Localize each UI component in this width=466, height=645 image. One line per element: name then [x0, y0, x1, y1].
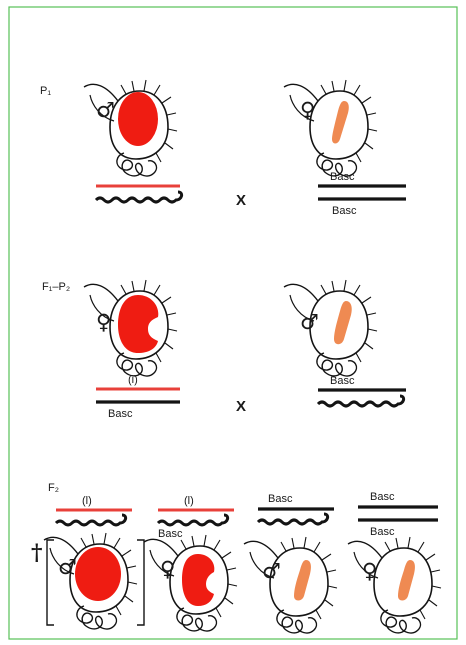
chromosome-label: Basc: [268, 493, 293, 505]
chromosome-label: Basc: [330, 171, 355, 183]
f2-offspring-4-chromosomes: Basc Basc: [358, 491, 438, 538]
p1-male-fly: [84, 80, 177, 176]
lethal-bracket-left: [47, 540, 54, 625]
lethal-bracket-right: [137, 540, 144, 625]
generation-label-f1: F₁–P₂: [42, 281, 70, 293]
female-symbol: ♀: [96, 310, 111, 334]
generation-label-p1: P₁: [40, 85, 51, 97]
p1-male-chromosomes: [96, 186, 182, 202]
page-border: [9, 7, 457, 639]
chromosome-label: (i): [128, 374, 138, 386]
f2-offspring-2-chromosomes: (l) Basc: [158, 495, 234, 540]
generation-label-f2: F₂: [48, 482, 59, 494]
chromosome-label: Basc: [158, 528, 183, 540]
f2-fly-2-female: [144, 535, 237, 631]
female-symbol: ♀: [362, 559, 377, 583]
f2-offspring-1-chromosomes: (l): [56, 495, 132, 525]
male-symbol: ♂: [262, 559, 281, 583]
female-symbol: ♀: [160, 557, 175, 581]
chromosome-label: (l): [82, 495, 92, 507]
male-symbol: ♂: [300, 310, 319, 334]
eye-red-round: [118, 92, 158, 146]
chromosome-label: (l): [184, 495, 194, 507]
f1-male-chromosomes: Basc: [318, 375, 406, 406]
f2-fly-3-male: [244, 537, 337, 633]
male-symbol: ♂: [96, 98, 115, 122]
chromosome-label: Basc: [332, 205, 357, 217]
cross-symbol: X: [236, 192, 246, 209]
chromosome-label: Basc: [108, 408, 133, 420]
cross-symbol: X: [236, 398, 246, 415]
chromosome-label: Basc: [370, 491, 395, 503]
chromosome-label: Basc: [370, 526, 395, 538]
female-symbol: ♀: [300, 98, 315, 122]
eye-red-round: [75, 547, 121, 601]
f2-fly-4-female: [348, 537, 441, 633]
f1-male-fly: [284, 280, 377, 376]
male-symbol: ♂: [58, 555, 77, 579]
chromosome-label: Basc: [330, 375, 355, 387]
f2-offspring-3-chromosomes: Basc: [258, 493, 334, 524]
lethal-dagger: †: [31, 540, 43, 566]
p1-female-fly: [284, 80, 377, 176]
f2-fly-1-male-lethal: [44, 533, 137, 629]
p1-female-chromosomes: Basc Basc: [318, 171, 406, 217]
f1-female-chromosomes: (i) Basc: [96, 374, 180, 420]
